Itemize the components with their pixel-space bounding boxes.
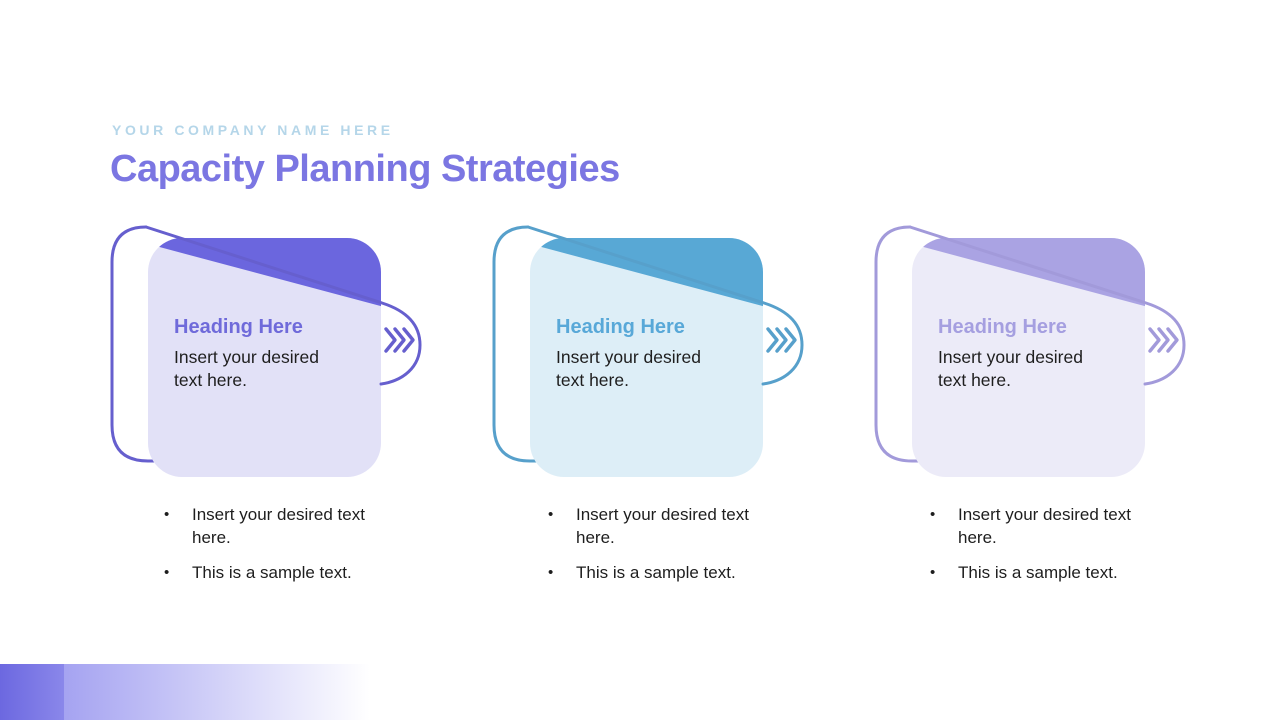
list-item: This is a sample text. <box>162 561 402 584</box>
slide-title: Capacity Planning Strategies <box>110 148 620 190</box>
card-2: Heading Here Insert your desired text he… <box>530 238 763 477</box>
card-body-text: Insert your desired text here. <box>938 347 1083 390</box>
company-name-placeholder: YOUR COMPANY NAME HERE <box>112 122 394 138</box>
card-cluster-2: Heading Here Insert your desired text he… <box>492 224 807 480</box>
card-1: Heading Here Insert your desired text he… <box>148 238 381 477</box>
footer-gradient-bar <box>64 664 370 720</box>
list-item: This is a sample text. <box>928 561 1168 584</box>
card-cluster-1: Heading Here Insert your desired text he… <box>110 224 425 480</box>
card-heading: Heading Here <box>938 316 1067 338</box>
list-item: Insert your desired text here. <box>928 503 1168 549</box>
card-3: Heading Here Insert your desired text he… <box>912 238 1145 477</box>
bullet-list-2: Insert your desired text here. This is a… <box>546 503 786 596</box>
card-body-text: Insert your desired text here. <box>556 347 701 390</box>
bullet-list-1: Insert your desired text here. This is a… <box>162 503 402 596</box>
bullet-list-3: Insert your desired text here. This is a… <box>928 503 1168 596</box>
card-heading: Heading Here <box>556 316 685 338</box>
footer-accent-bar <box>0 664 64 720</box>
list-item: Insert your desired text here. <box>546 503 786 549</box>
card-cluster-3: Heading Here Insert your desired text he… <box>874 224 1189 480</box>
list-item: Insert your desired text here. <box>162 503 402 549</box>
card-body-text: Insert your desired text here. <box>174 347 319 390</box>
card-heading: Heading Here <box>174 316 303 338</box>
list-item: This is a sample text. <box>546 561 786 584</box>
